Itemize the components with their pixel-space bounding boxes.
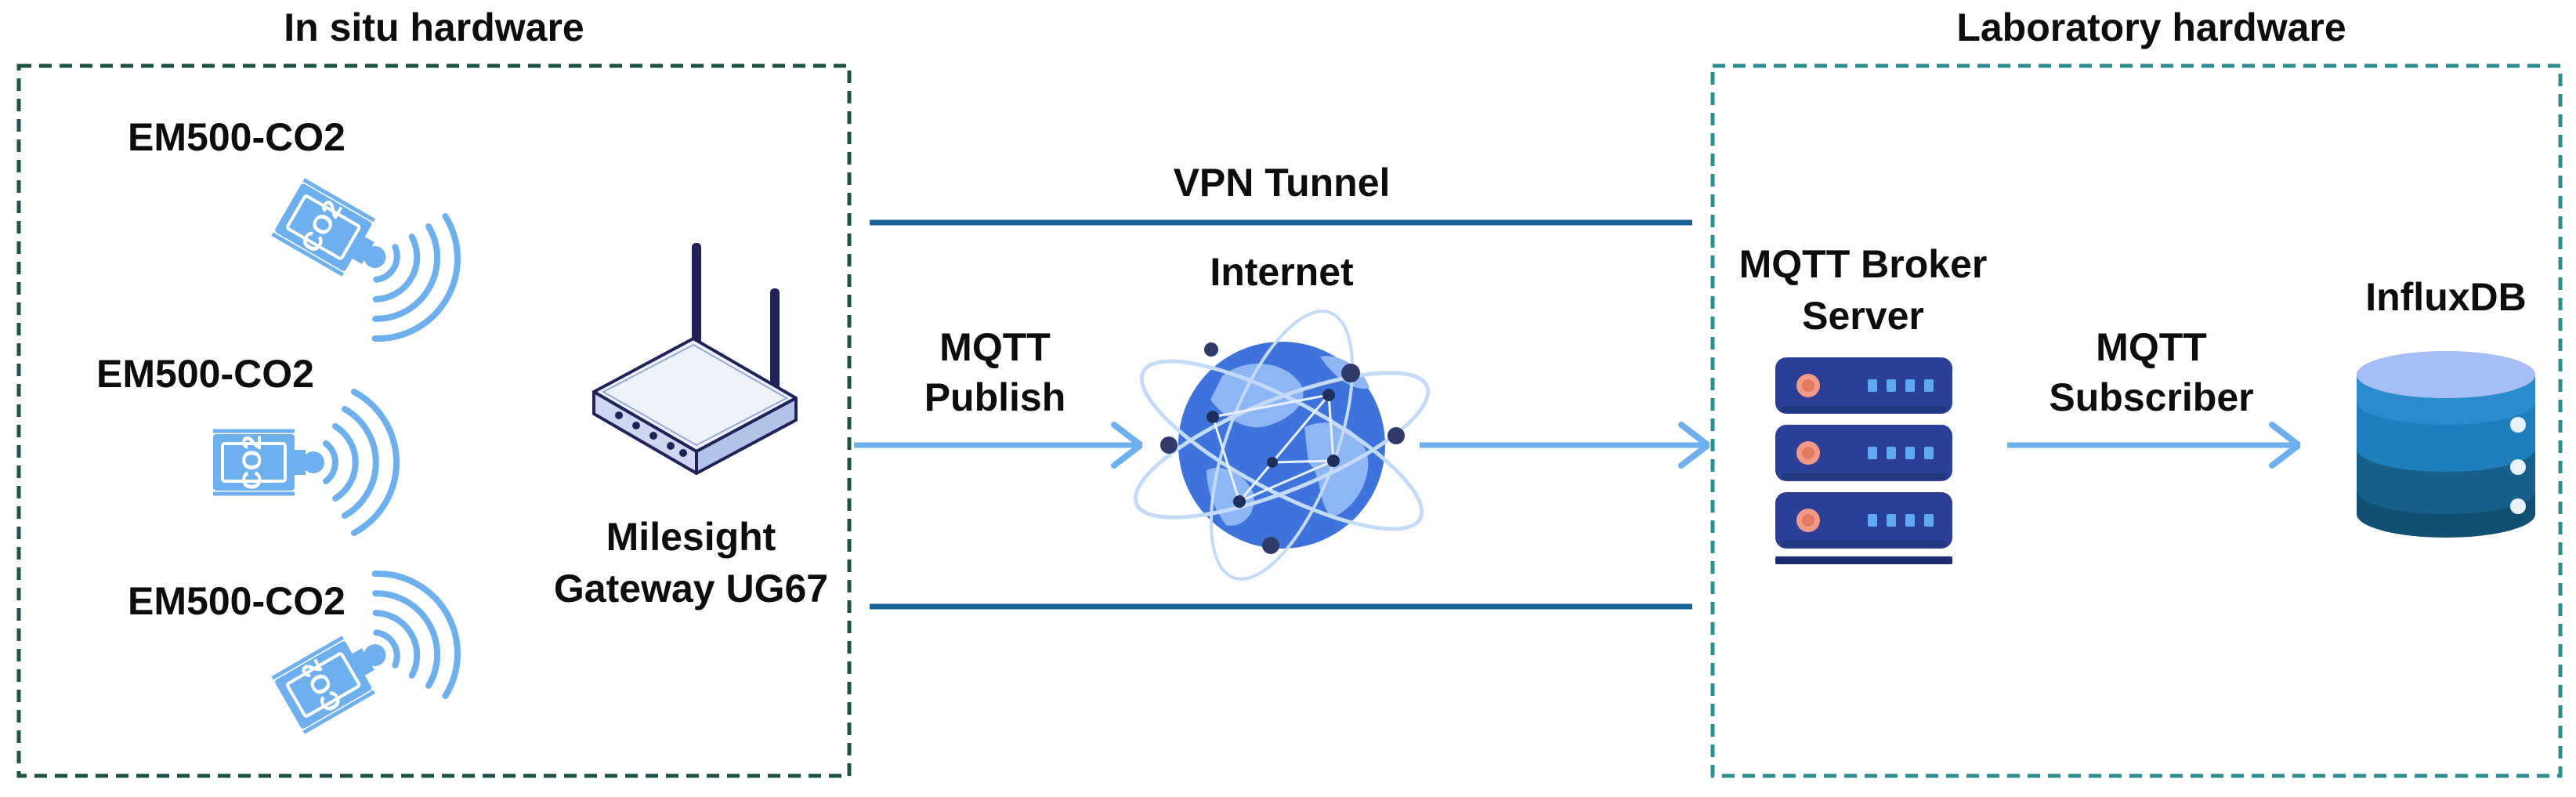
sensor-badge-2: CO2 <box>237 435 267 490</box>
gateway-label-line2: Gateway UG67 <box>554 567 828 610</box>
in-situ-title: In situ hardware <box>284 5 584 49</box>
database-label: InfluxDB <box>2365 275 2527 319</box>
globe-icon <box>1133 310 1431 581</box>
server-rack-icon <box>1775 357 1952 564</box>
broker-label-line1: MQTT Broker <box>1739 242 1988 286</box>
gateway-label-line1: Milesight <box>606 515 776 559</box>
database-icon <box>2357 351 2535 538</box>
subscriber-label-line1: MQTT <box>2096 325 2207 369</box>
router-icon <box>592 243 798 475</box>
publish-label-line1: MQTT <box>939 325 1051 369</box>
in-situ-region <box>16 63 852 778</box>
co2-sensor-icon: CO2 <box>253 552 483 766</box>
laboratory-region <box>1710 63 2563 778</box>
co2-sensor-icon: CO2 <box>253 146 483 360</box>
internet-label: Internet <box>1210 250 1354 294</box>
vpn-tunnel-label: VPN Tunnel <box>1174 161 1391 205</box>
sensor-label-2: EM500-CO2 <box>96 352 314 396</box>
sensor-label-1: EM500-CO2 <box>128 115 346 159</box>
sensor-label-3: EM500-CO2 <box>128 579 346 623</box>
broker-label-line2: Server <box>1802 294 1924 338</box>
laboratory-title: Laboratory hardware <box>1956 5 2346 49</box>
publish-label-line2: Publish <box>924 375 1066 419</box>
co2-sensor-icon: CO2 <box>213 392 396 533</box>
subscriber-label-line2: Subscriber <box>2049 375 2253 419</box>
